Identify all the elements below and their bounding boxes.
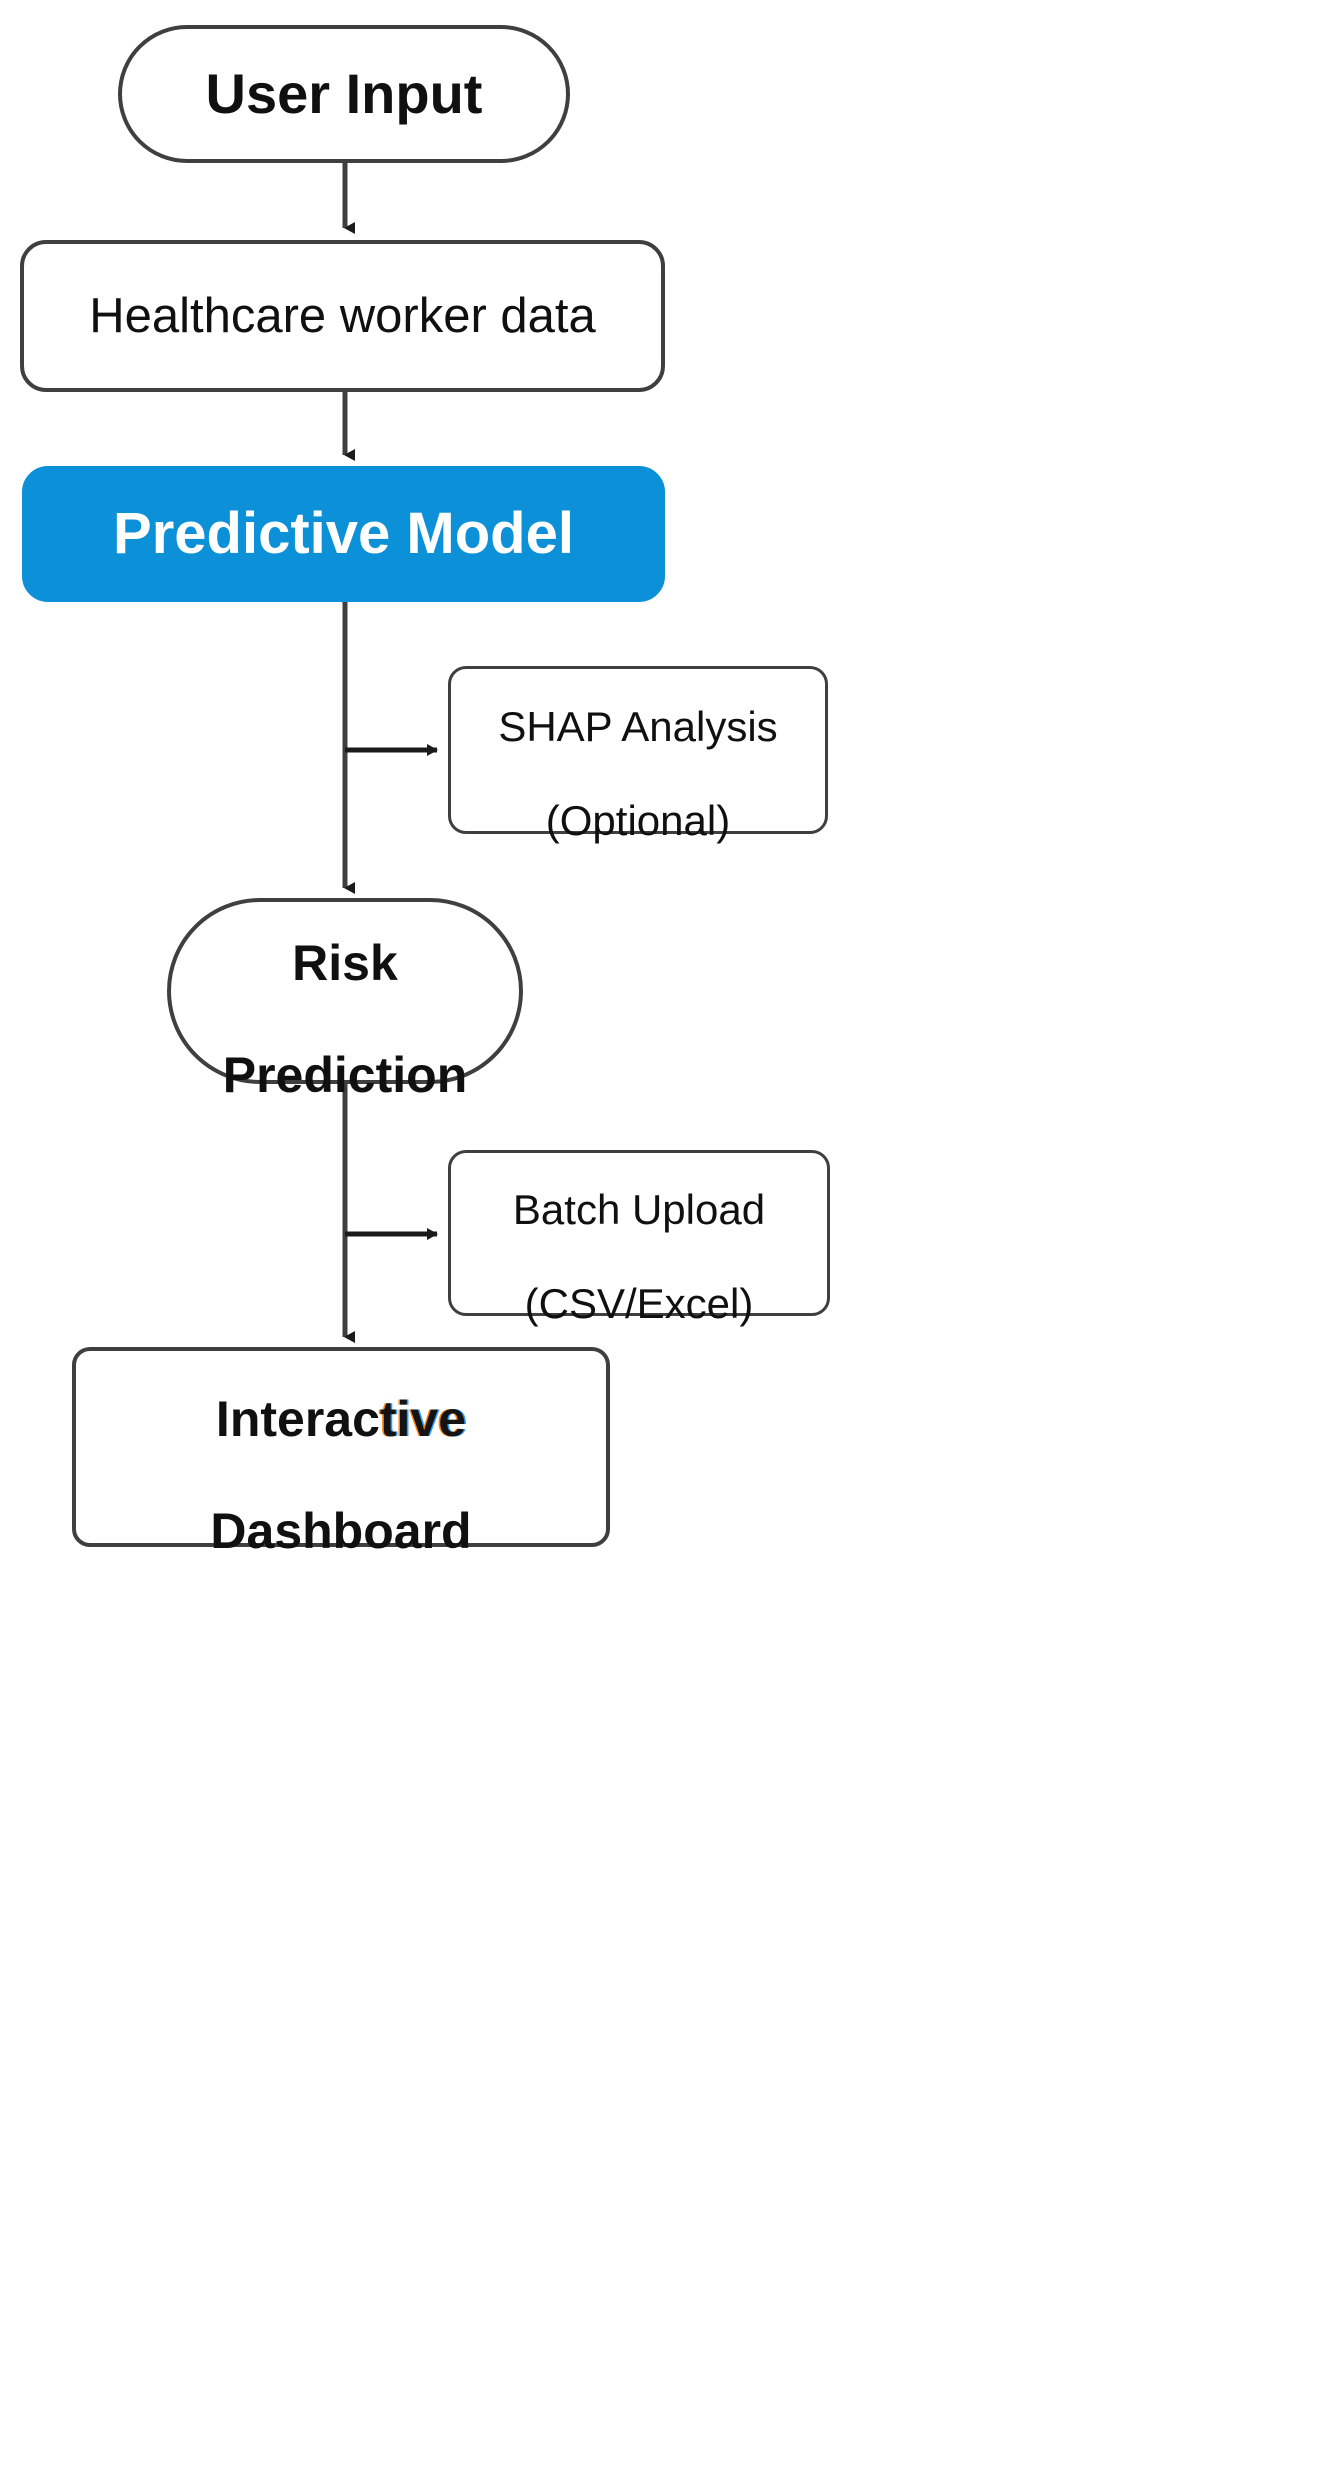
node-batch-upload-line-1: Batch Upload	[512, 1185, 766, 1233]
node-healthcare-worker-data[interactable]: Healthcare worker data	[20, 240, 665, 392]
node-user-input-label: User Input	[205, 61, 483, 125]
node-interactive-dashboard-line-1-part-1: Interac	[215, 1391, 380, 1447]
node-interactive-dashboard-line-1-part-2: tive	[379, 1391, 467, 1447]
node-risk-prediction-line-2: Prediction	[222, 1047, 468, 1103]
node-interactive-dashboard[interactable]: Interactive Dashboard	[72, 1347, 610, 1559]
node-predictive-model[interactable]: Predictive Model	[22, 466, 665, 602]
node-shap-analysis-line-2: (Optional)	[545, 797, 731, 845]
node-healthcare-worker-data-label: Healthcare worker data	[89, 288, 596, 343]
node-interactive-dashboard-label: Interactive Dashboard	[210, 1335, 471, 1559]
node-shap-analysis-label: SHAP Analysis (Optional)	[498, 656, 777, 844]
node-risk-prediction[interactable]: Risk Prediction	[167, 898, 523, 1103]
node-shap-analysis[interactable]: SHAP Analysis (Optional)	[448, 666, 828, 844]
node-risk-prediction-label: Risk Prediction	[223, 879, 467, 1103]
node-user-input[interactable]: User Input	[118, 25, 570, 163]
node-shap-analysis-line-1: SHAP Analysis	[498, 702, 778, 750]
node-risk-prediction-line-1: Risk	[292, 935, 398, 991]
node-batch-upload[interactable]: Batch Upload (CSV/Excel)	[448, 1150, 830, 1327]
node-interactive-dashboard-line-2: Dashboard	[210, 1503, 472, 1559]
node-batch-upload-label: Batch Upload (CSV/Excel)	[513, 1139, 765, 1327]
node-batch-upload-line-2: (CSV/Excel)	[524, 1280, 754, 1328]
node-predictive-model-label: Predictive Model	[113, 500, 574, 566]
node-interactive-dashboard-line-1: Interactive	[216, 1391, 466, 1447]
